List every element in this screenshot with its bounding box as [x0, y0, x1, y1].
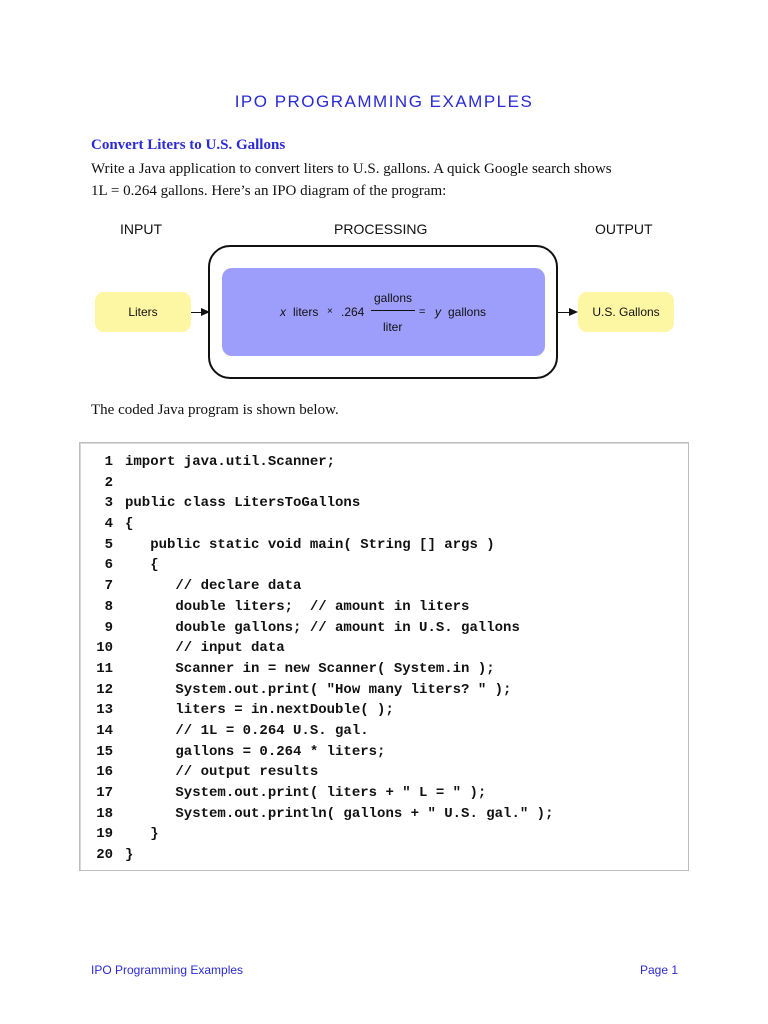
line-number: 5 [104, 536, 113, 553]
output-box: U.S. Gallons [578, 292, 674, 332]
intro-paragraph: Write a Java application to convert lite… [91, 158, 691, 202]
formula-times: × [327, 306, 333, 317]
code-text: // input data [125, 640, 285, 657]
line-number: 6 [104, 557, 113, 574]
footer-page-number: Page 1 [640, 963, 679, 977]
formula-result-unit: gallons [448, 305, 487, 319]
processing-label: PROCESSING [334, 221, 428, 237]
line-number: 4 [104, 516, 113, 533]
code-line: 5 public static void main( String [] arg… [80, 535, 688, 556]
code-text: { [125, 557, 159, 574]
line-number: 7 [104, 578, 113, 595]
code-line: 4{ [80, 514, 688, 535]
line-number: 2 [104, 474, 113, 491]
code-line: 12 System.out.print( "How many liters? "… [80, 680, 688, 701]
code-line: 9 double gallons; // amount in U.S. gall… [80, 618, 688, 639]
ipo-diagram: INPUT PROCESSING OUTPUT Liters x liters … [0, 215, 768, 390]
code-line: 19 } [80, 824, 688, 845]
output-arrow-head [569, 308, 578, 316]
section-heading: Convert Liters to U.S. Gallons [91, 137, 286, 153]
input-box: Liters [95, 292, 191, 332]
code-text: System.out.println( gallons + " U.S. gal… [125, 805, 554, 822]
line-number: 17 [96, 785, 113, 801]
code-line: 2 [80, 473, 688, 494]
fraction-bar [371, 310, 415, 311]
formula-denominator: liter [383, 320, 403, 334]
code-text: } [125, 826, 159, 843]
code-text: Scanner in = new Scanner( System.in ); [125, 660, 495, 677]
code-text: double gallons; // amount in U.S. gallon… [125, 619, 520, 636]
code-line: 14 // 1L = 0.264 U.S. gal. [80, 721, 688, 742]
code-line: 20} [80, 845, 688, 866]
code-line: 15 gallons = 0.264 * liters; [80, 742, 688, 763]
line-number: 16 [96, 764, 113, 781]
code-text: liters = in.nextDouble( ); [125, 702, 394, 719]
code-line: 6 { [80, 555, 688, 576]
line-number: 8 [104, 598, 113, 615]
code-caption: The coded Java program is shown below. [91, 402, 339, 418]
processing-box [222, 268, 545, 356]
line-number: 13 [96, 702, 113, 719]
code-text: { [125, 516, 134, 533]
line-number: 15 [96, 743, 113, 760]
output-arrow-line [558, 312, 569, 313]
code-text: gallons = 0.264 * liters; [125, 743, 386, 760]
code-lines: 1 import java.util.Scanner; 2 3 public class… [80, 452, 688, 866]
formula-liters: liters [293, 305, 319, 319]
code-line: 8 double liters; // amount in liters [80, 597, 688, 618]
code-line: 16 // output results [80, 762, 688, 783]
code-text: // 1L = 0.264 U.S. gal. [125, 722, 369, 739]
code-text: // output results [125, 764, 319, 781]
formula-x: x [280, 305, 286, 319]
code-text: public static void main( String [] args … [125, 536, 495, 553]
line-number: 10 [96, 640, 113, 657]
intro-line: 1L = 0.264 gallons. Here’s an IPO diagra… [91, 183, 447, 199]
code-line: 13 liters = in.nextDouble( ); [80, 700, 688, 721]
code-text: public class LitersToGallons [125, 495, 361, 512]
code-listing: 1 import java.util.Scanner; 2 3 public class… [79, 442, 689, 871]
line-number: 19 [96, 826, 113, 843]
code-text: import java.util.Scanner; [125, 454, 336, 470]
code-line: 11 Scanner in = new Scanner( System.in )… [80, 659, 688, 680]
footer-title: IPO Programming Examples [91, 963, 244, 977]
code-text: System.out.print( liters + " L = " ); [125, 785, 487, 801]
line-number: 9 [104, 619, 113, 636]
formula-y: y [435, 305, 441, 319]
input-arrow-head [201, 308, 210, 316]
code-line: 7 // declare data [80, 576, 688, 597]
input-label: INPUT [120, 221, 162, 237]
line-number: 11 [96, 660, 113, 677]
formula-equals: = [419, 306, 426, 318]
intro-line: Write a Java application to convert lite… [91, 161, 612, 177]
line-number: 20 [96, 847, 113, 864]
line-number: 1 [104, 454, 113, 470]
code-text: double liters; // amount in liters [125, 598, 470, 615]
code-text: System.out.print( "How many liters? " ); [125, 681, 512, 698]
line-number: 14 [96, 722, 113, 739]
code-line: 18 System.out.println( gallons + " U.S. … [80, 804, 688, 825]
formula-numerator: gallons [374, 291, 413, 305]
page-title: IPO PROGRAMMING EXAMPLES [234, 92, 534, 111]
code-line: 3 public class LitersToGallons [80, 493, 688, 514]
input-arrow-line [191, 312, 205, 313]
line-number: 18 [96, 805, 113, 822]
code-text: } [125, 847, 134, 864]
line-number: 12 [96, 681, 113, 698]
code-text: // declare data [125, 578, 302, 595]
formula-factor: .264 [341, 305, 365, 319]
output-label: OUTPUT [595, 221, 653, 237]
code-line: 17 System.out.print( liters + " L = " ); [80, 783, 688, 804]
code-line: 1 import java.util.Scanner; [80, 452, 688, 473]
code-line: 10 // input data [80, 638, 688, 659]
line-number: 3 [104, 495, 113, 512]
